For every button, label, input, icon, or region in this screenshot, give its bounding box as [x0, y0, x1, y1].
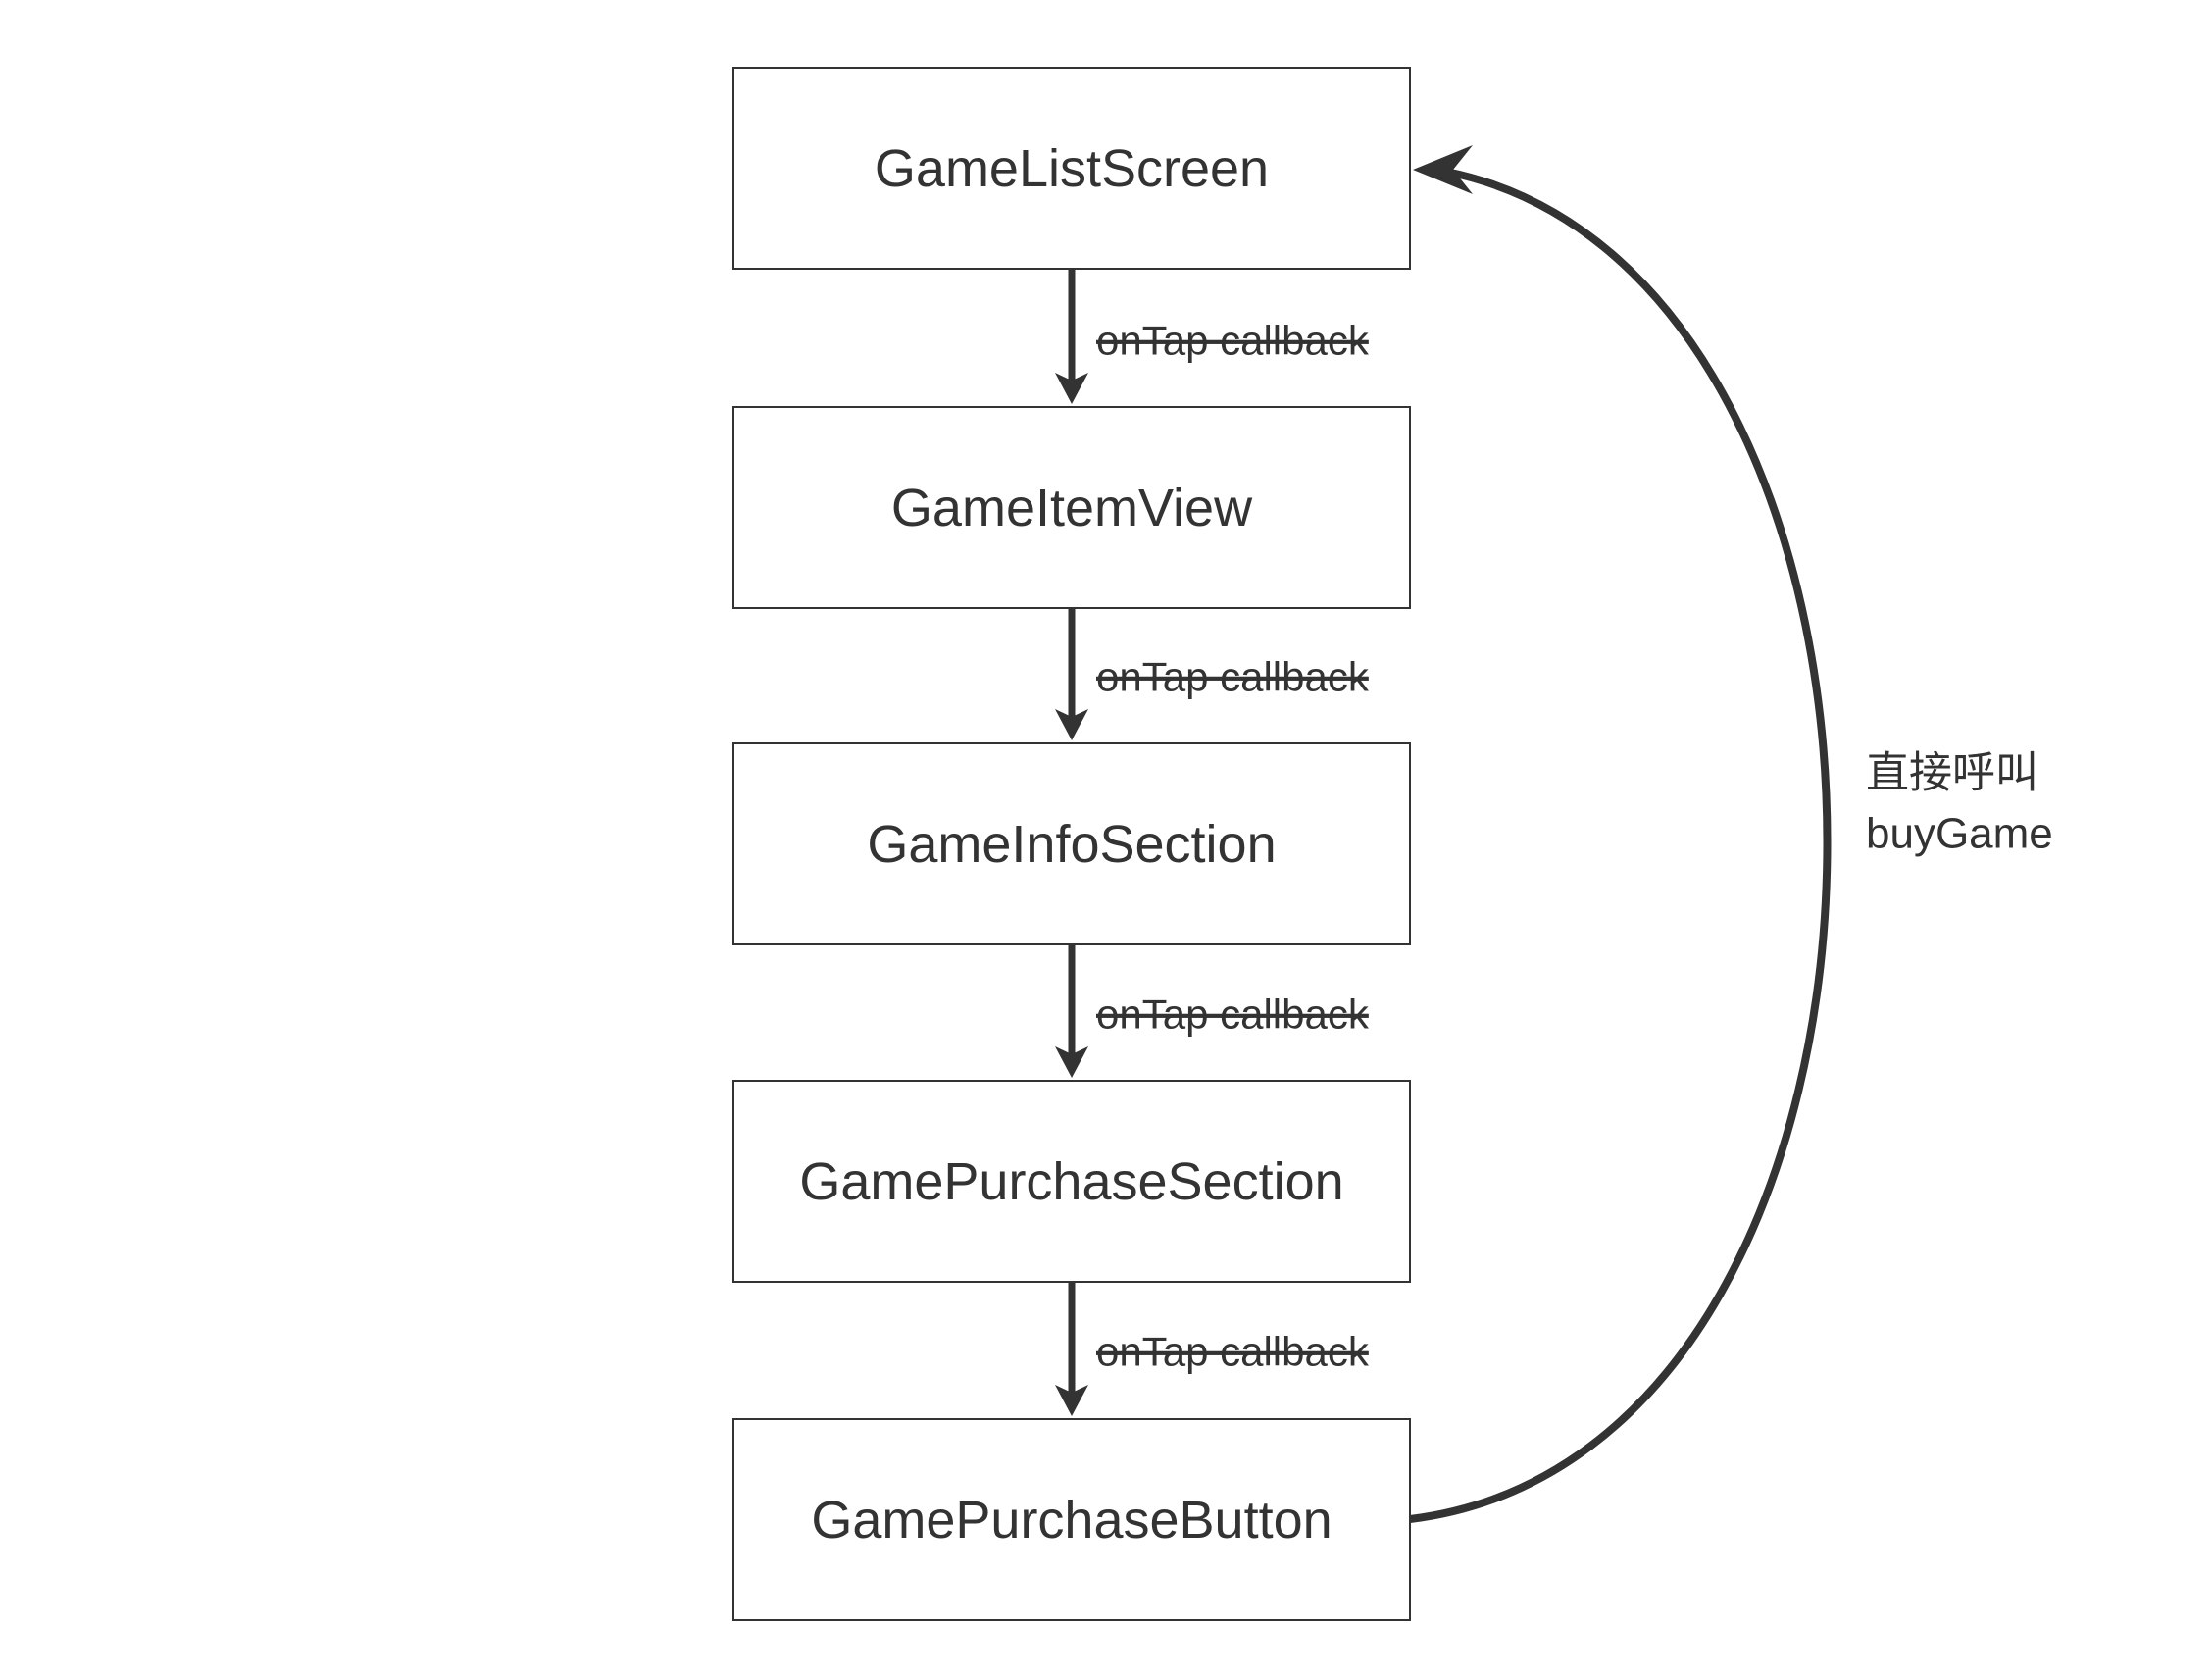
- return-edge-label-line1: 直接呼叫: [1866, 749, 2038, 797]
- edge-gameitemview-to-gameinfosection: onTap callback: [1055, 609, 1370, 740]
- node-game-info-section: GameInfoSection: [732, 742, 1411, 945]
- node-box: [732, 1080, 1411, 1283]
- node-game-list-screen: GameListScreen: [732, 67, 1411, 270]
- arrowhead-down-icon: [1055, 1385, 1088, 1416]
- return-edge-curve: [1409, 168, 1832, 1523]
- edge-gamelistscreen-to-gameitemview: onTap callback: [1055, 270, 1370, 404]
- node-box: [732, 67, 1411, 270]
- edge-return-buygame: 直接呼叫 buyGame: [1409, 145, 2053, 1523]
- node-box: [732, 406, 1411, 609]
- node-game-purchase-section: GamePurchaseSection: [732, 1080, 1411, 1283]
- node-label: GameInfoSection: [867, 815, 1276, 874]
- edge-label: onTap callback: [1096, 992, 1370, 1038]
- node-label: GameItemView: [891, 479, 1253, 537]
- edge-label: onTap callback: [1096, 318, 1370, 364]
- edge-label: onTap callback: [1096, 1329, 1370, 1375]
- node-game-purchase-button: GamePurchaseButton: [732, 1418, 1411, 1621]
- edge-gameinfosection-to-gamepurchasesection: onTap callback: [1055, 945, 1370, 1078]
- node-box: [732, 742, 1411, 945]
- node-label: GameListScreen: [875, 139, 1269, 198]
- arrowhead-left-icon: [1413, 145, 1473, 194]
- node-label: GamePurchaseButton: [811, 1491, 1332, 1550]
- edge-gamepurchasesection-to-gamepurchasebutton: onTap callback: [1055, 1283, 1370, 1416]
- arrowhead-down-icon: [1055, 373, 1088, 404]
- node-box: [732, 1418, 1411, 1621]
- return-edge-label-line2: buyGame: [1866, 810, 2053, 858]
- edge-label: onTap callback: [1096, 654, 1370, 700]
- arrowhead-down-icon: [1055, 709, 1088, 740]
- node-game-item-view: GameItemView: [732, 406, 1411, 609]
- node-label: GamePurchaseSection: [799, 1152, 1343, 1211]
- arrowhead-down-icon: [1055, 1046, 1088, 1078]
